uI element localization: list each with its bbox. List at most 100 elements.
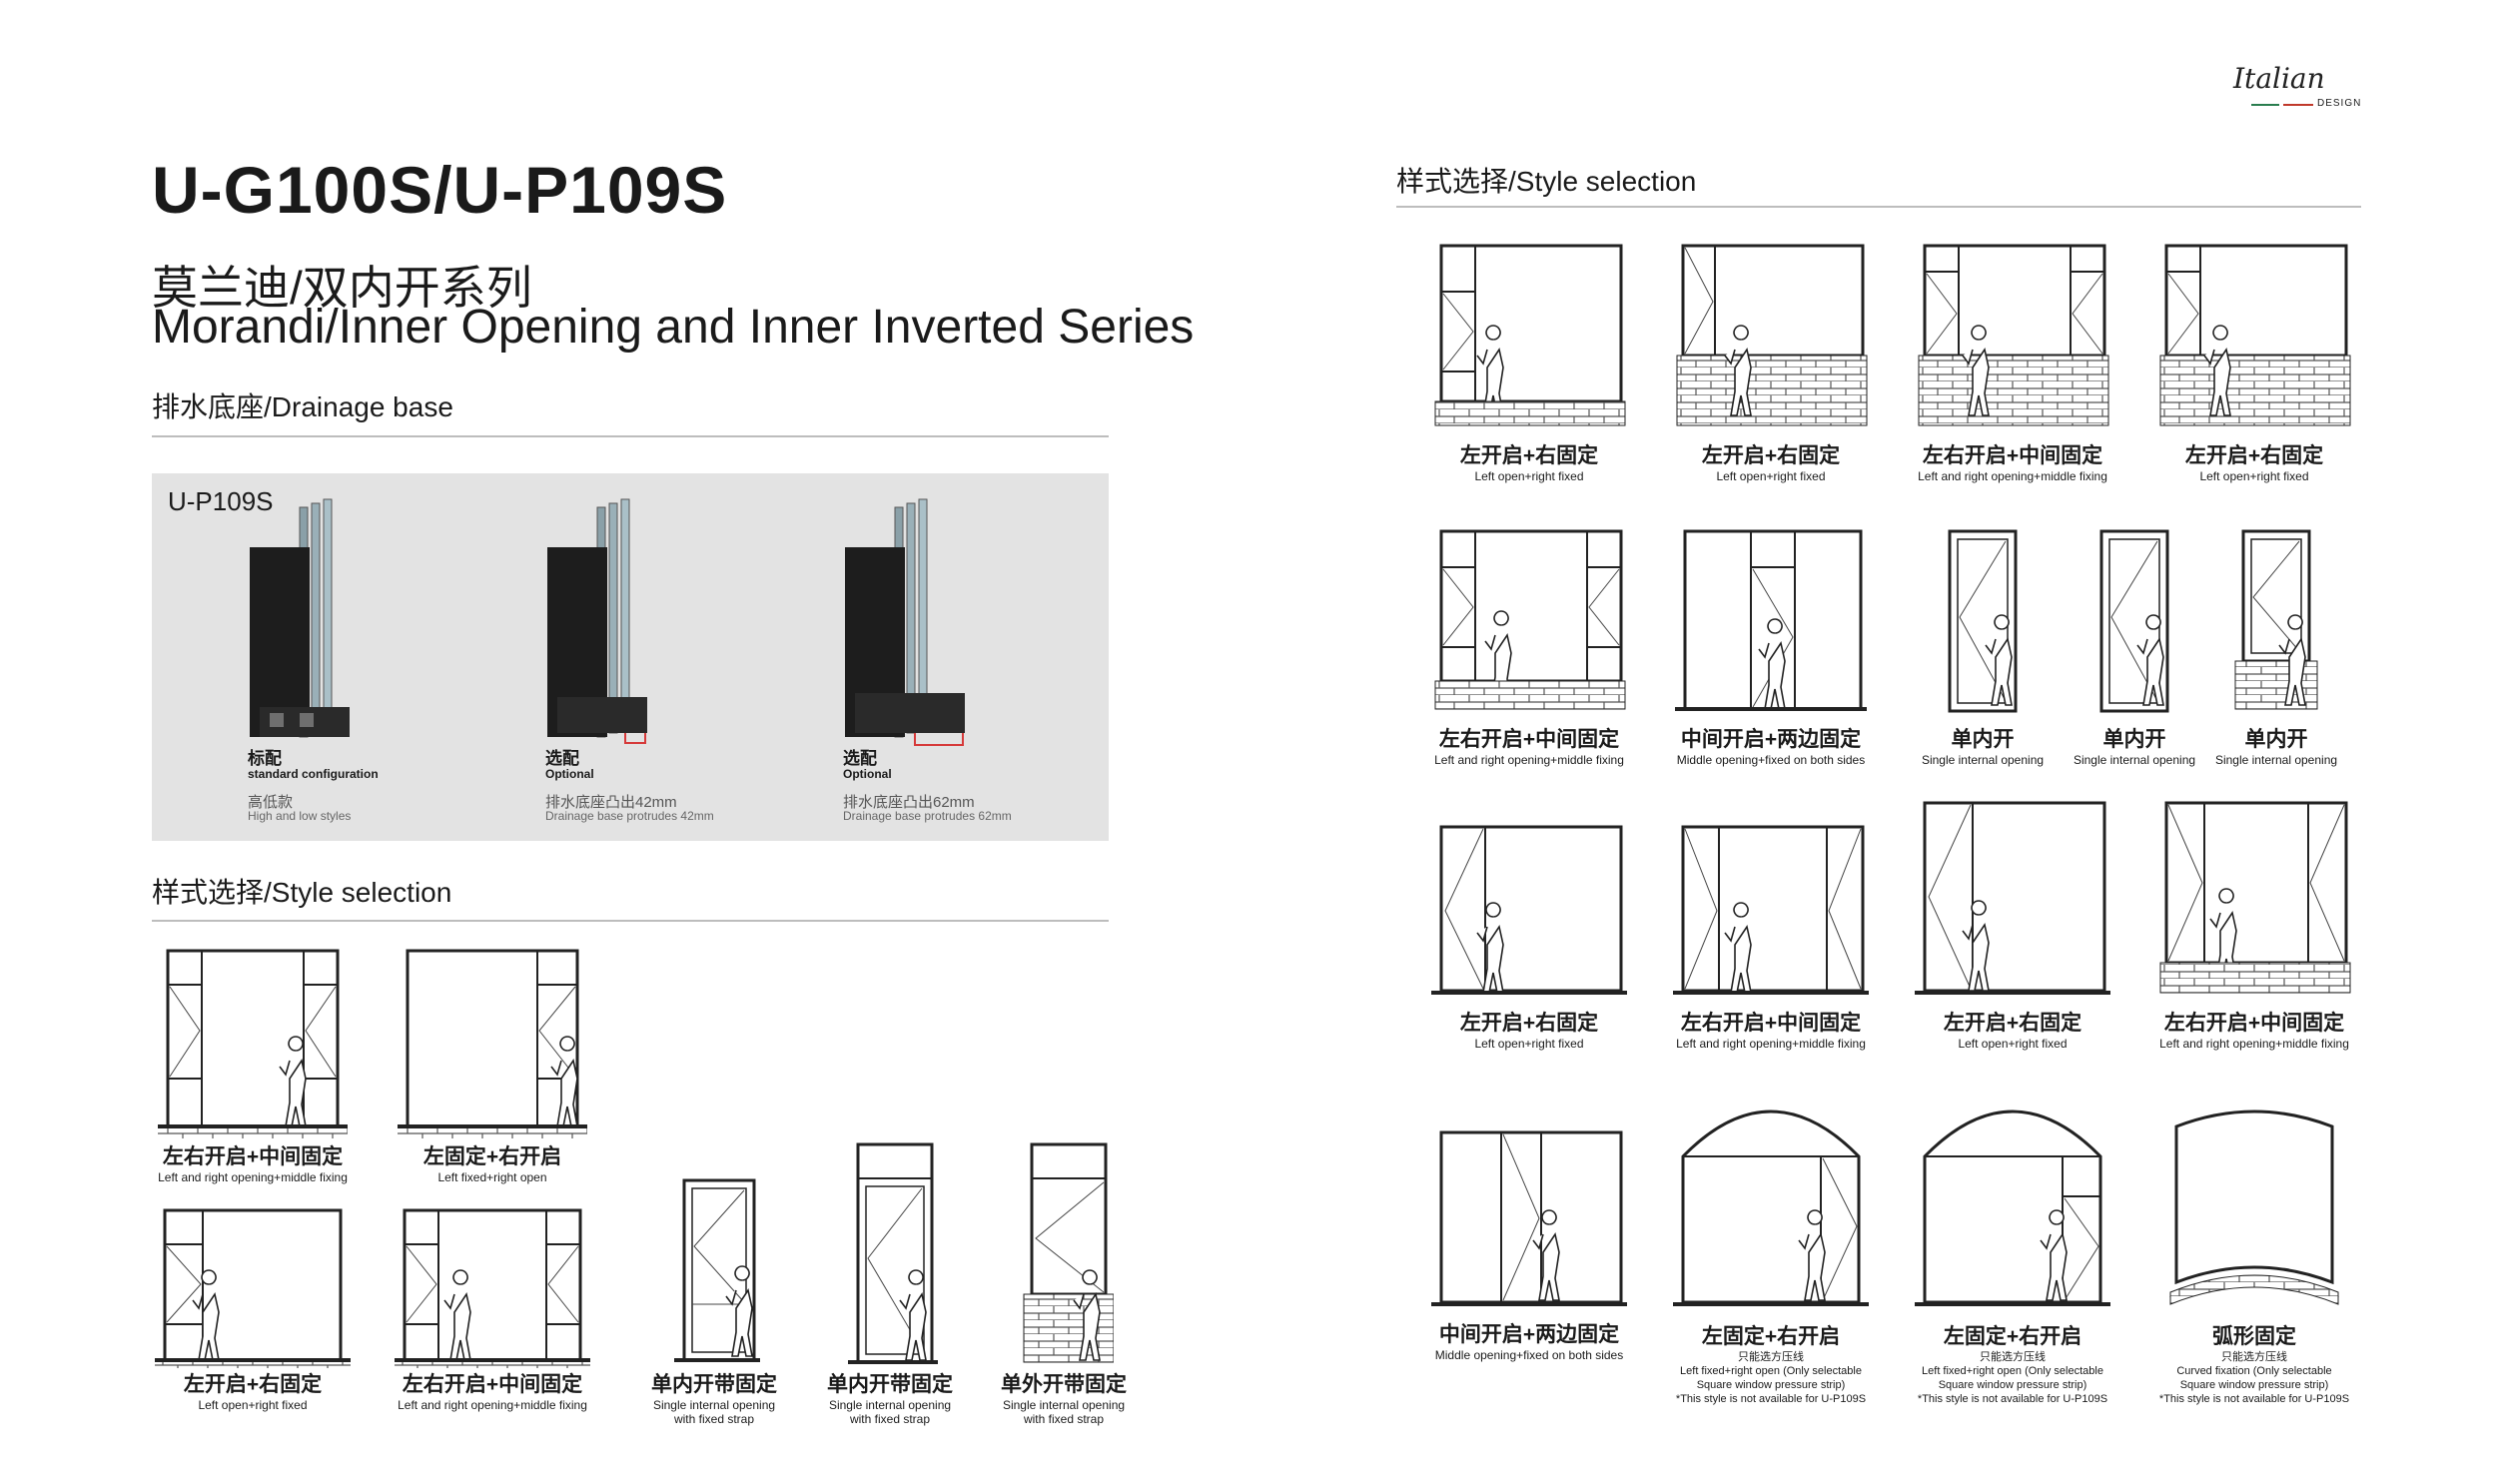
style-name-en-line2: with fixed strap (1023, 1412, 1105, 1426)
style-name-en: Left and right opening+middle fixing (158, 1170, 348, 1184)
profile-desc-en: Drainage base protrudes 42mm (545, 809, 714, 823)
drainage-panel-title: U-P109S (168, 486, 274, 516)
profile-desc-en: Drainage base protrudes 62mm (843, 809, 1012, 823)
style-name-en: Left open+right fixed (1716, 469, 1826, 483)
style-option: 左右开启+中间固定 Left and right opening+middle … (1908, 242, 2117, 483)
style-name-cn: 左开启+右固定 (1459, 1012, 1599, 1035)
style-name-cn: 左固定+右开启 (1701, 1325, 1841, 1348)
window-diagram (1948, 529, 2018, 713)
style-name-cn: 单内开 (2102, 728, 2166, 751)
window-diagram (1915, 801, 2110, 995)
style-option: 左右开启+中间固定 Left and right opening+middle … (388, 1204, 597, 1412)
profile-sub: Optional (843, 767, 892, 781)
profile-sub: standard configuration (248, 767, 379, 781)
style-name-cn: 单内开 (1951, 728, 2015, 751)
style-name-cn: 左开启+右固定 (183, 1373, 323, 1396)
profile-desc-cn: 排水底座凸出62mm (843, 794, 975, 811)
style-name-en: Left open+right fixed (2199, 469, 2309, 483)
style-name-en: Single internal opening (1002, 1398, 1126, 1412)
left-style-heading: 样式选择/Style selection (152, 877, 452, 908)
style-name-en-line2: Square window pressure strip) (1696, 1379, 1846, 1391)
style-name-cn: 左右开启+中间固定 (2163, 1012, 2345, 1035)
window-diagram (1431, 1130, 1627, 1306)
series-title-en: Morandi/Inner Opening and Inner Inverted… (152, 301, 1195, 354)
style-option: 左右开启+中间固定 Left and right opening+middle … (1424, 527, 1634, 767)
style-name-cn: 左右开启+中间固定 (1438, 728, 1620, 751)
series-title-cn: 莫兰迪/双内开系列 (152, 262, 532, 314)
style-option: 左固定+右开启 只能选方压线 Left fixed+right open (On… (1658, 1087, 1884, 1406)
window-diagram (1431, 825, 1627, 995)
style-sub-note: 只能选方压线 (1738, 1351, 1804, 1363)
style-name-en: Left open+right fixed (1474, 469, 1584, 483)
style-option: 左右开启+中间固定 Left and right opening+middle … (1666, 811, 1876, 1051)
profile-sub: Optional (545, 767, 594, 781)
style-option: 单内开 Single internal opening (2060, 527, 2209, 767)
logo-sub: DESIGN (2317, 98, 2362, 109)
window-diagram (155, 1208, 351, 1368)
window-diagram (674, 1178, 760, 1362)
style-availability-note: *This style is not available for U-P109S (2158, 1393, 2350, 1405)
profile-desc-en: High and low styles (248, 809, 352, 823)
window-diagram (2234, 529, 2318, 710)
style-option: 单内开带固定 Single internal opening with fixe… (639, 1174, 789, 1426)
style-option: 左开启+右固定 Left open+right fixed (1666, 242, 1876, 483)
window-diagram (1675, 529, 1867, 711)
window-diagram (1915, 1110, 2110, 1306)
style-sub-note: 只能选方压线 (2221, 1351, 2287, 1363)
style-option: 左固定+右开启 只能选方压线 Left fixed+right open (On… (1900, 1087, 2125, 1406)
style-name-cn: 左右开启+中间固定 (162, 1145, 344, 1168)
profile-desc-cn: 排水底座凸出42mm (545, 794, 677, 811)
style-option: 左开启+右固定 Left open+right fixed (1908, 797, 2117, 1051)
style-name-cn: 左开启+右固定 (1701, 444, 1841, 467)
style-name-en-line2: Square window pressure strip) (1938, 1379, 2087, 1391)
style-name-en: Left and right opening+middle fixing (1434, 753, 1624, 767)
profile-label: 选配 (843, 749, 877, 768)
divider (152, 920, 1109, 922)
style-name-en: Curved fixation (Only selectable (2176, 1365, 2332, 1377)
profile-desc-cn: 高低款 (248, 794, 294, 811)
style-name-en: Left fixed+right open (Only selectable (1680, 1365, 1862, 1377)
style-name-cn: 单内开带固定 (827, 1373, 953, 1396)
window-diagram (1434, 529, 1626, 710)
window-diagram (2099, 529, 2169, 713)
style-name-en: Single internal opening (652, 1398, 776, 1412)
style-name-en: Single internal opening (1921, 753, 2045, 767)
style-name-en: Left fixed+right open (437, 1170, 547, 1184)
window-diagram (2159, 801, 2351, 994)
style-name-en: Left and right opening+middle fixing (398, 1398, 587, 1412)
window-diagram (395, 1208, 590, 1368)
style-name-en-line2: with fixed strap (673, 1412, 755, 1426)
style-name-en: Left and right opening+middle fixing (1918, 469, 2107, 483)
window-diagram (1023, 1142, 1114, 1363)
style-name-cn: 单内开带固定 (651, 1373, 777, 1396)
divider (152, 435, 1109, 437)
style-name-cn: 弧形固定 (2212, 1325, 2296, 1348)
logo-script: Italian (2233, 62, 2325, 95)
style-option: 单外开带固定 Single internal opening with fixe… (989, 1138, 1139, 1426)
style-option: 弧形固定 只能选方压线 Curved fixation (Only select… (2141, 1087, 2367, 1406)
style-name-cn: 单内开 (2244, 728, 2308, 751)
window-diagram (1673, 1110, 1869, 1306)
style-option: 单内开 Single internal opening (2201, 527, 2351, 767)
style-name-en: Left open+right fixed (198, 1398, 308, 1412)
style-name-en: Single internal opening (2073, 753, 2196, 767)
style-name-en: Single internal opening (2214, 753, 2338, 767)
style-name-en: Left and right opening+middle fixing (1676, 1037, 1866, 1051)
window-diagram (1434, 244, 1626, 426)
style-option: 中间开启+两边固定 Middle opening+fixed on both s… (1424, 1122, 1634, 1362)
profile-image (547, 498, 647, 744)
style-name-en-line2: with fixed strap (849, 1412, 931, 1426)
style-name-cn: 左固定+右开启 (422, 1145, 562, 1168)
style-name-cn: 中间开启+两边固定 (1680, 728, 1862, 751)
window-diagram (398, 949, 587, 1138)
style-name-cn: 左固定+右开启 (1943, 1325, 2082, 1348)
style-option: 单内开 Single internal opening (1908, 527, 2058, 767)
window-diagram (1673, 825, 1869, 995)
style-name-cn: 左开启+右固定 (1459, 444, 1599, 467)
style-option: 左固定+右开启 Left fixed+right open (388, 945, 597, 1184)
style-option: 单内开带固定 Single internal opening with fixe… (815, 1138, 965, 1426)
window-diagram (1918, 244, 2109, 426)
window-diagram (2169, 1110, 2339, 1305)
style-name-en-line2: Square window pressure strip) (2179, 1379, 2329, 1391)
style-name-cn: 单外开带固定 (1001, 1373, 1127, 1396)
